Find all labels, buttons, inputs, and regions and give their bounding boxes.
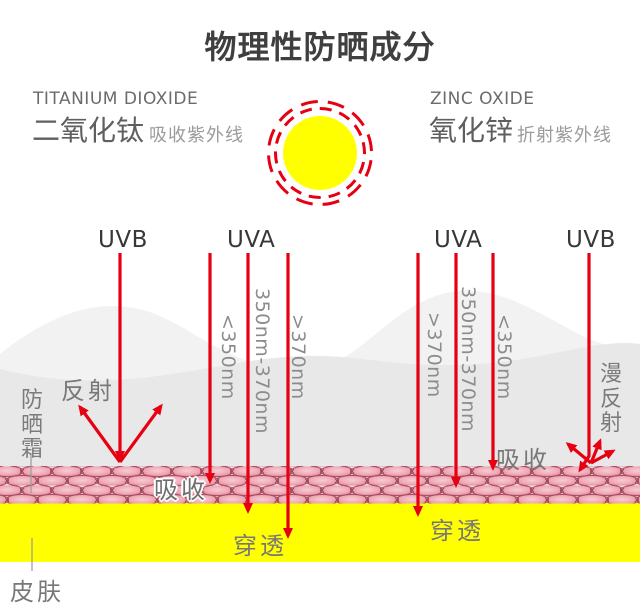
label-wavelength-right-350-370: 350nm-370nm	[457, 286, 479, 432]
label-uva-right: UVA	[434, 227, 483, 253]
label-uvb-right: UVB	[566, 227, 616, 253]
zinc-name-en: ZINC OXIDE	[430, 89, 535, 109]
label-penetrate-left: 穿透	[233, 532, 287, 560]
page-title: 物理性防晒成分	[204, 28, 436, 66]
label-uvb-left: UVB	[98, 227, 148, 253]
titanium-name-cn: 二氧化钛	[32, 114, 145, 147]
ray-diffuse-up	[589, 438, 602, 464]
label-wavelength-right-350: <350nm	[493, 314, 515, 400]
label-wavelength-left-350-370: 350nm-370nm	[251, 288, 273, 434]
label-diffuse-reflect: 漫反射	[600, 362, 623, 437]
label-wavelength-left-370: >370nm	[287, 314, 309, 400]
label-penetrate-right: 穿透	[430, 517, 484, 545]
hill-medium-shape	[0, 342, 640, 505]
label-absorb-left: 吸收	[154, 476, 208, 504]
ray-uvb-right-incoming	[578, 253, 591, 473]
sun-icon	[267, 100, 373, 206]
titanium-effect: 吸收紫外线	[149, 125, 244, 146]
ray-diffuse-up-left	[565, 442, 593, 465]
zinc-name-cn: 氧化锌	[429, 114, 514, 147]
label-sunscreen-layer: 防晒霜	[21, 388, 44, 463]
label-wavelength-right-370: >370nm	[423, 312, 445, 398]
uv-rays	[78, 253, 616, 539]
label-absorb-right: 吸收	[496, 446, 550, 474]
label-skin: 皮肤	[10, 578, 64, 606]
zinc-effect: 折射紫外线	[517, 125, 612, 146]
label-wavelength-left-350: <350nm	[217, 314, 239, 400]
label-uva-left: UVA	[227, 227, 276, 253]
skin-layer	[0, 503, 640, 562]
titanium-name-en: TITANIUM DIOXIDE	[33, 89, 199, 109]
sunscreen-cream-layer	[0, 466, 640, 504]
ray-reflect-left-up-left	[78, 404, 122, 463]
ray-reflect-left-up-right	[118, 403, 163, 463]
ray-diffuse-right	[590, 449, 616, 465]
label-reflect: 反射	[61, 377, 115, 405]
